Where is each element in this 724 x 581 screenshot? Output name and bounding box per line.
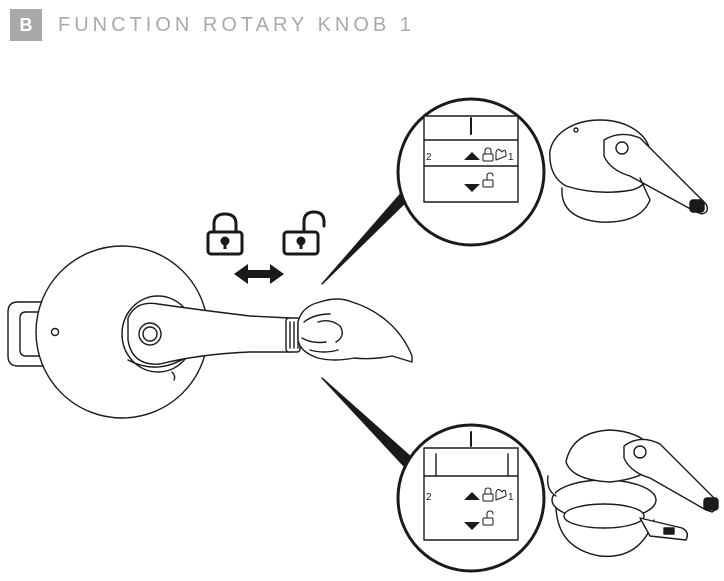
detail-bottom-right-number: 1 <box>508 492 514 503</box>
callout-line-bottom <box>322 378 412 466</box>
hand-turning-knob <box>298 299 412 362</box>
detail-top-right-number: 1 <box>508 152 514 163</box>
detail-top-left-number: 2 <box>426 152 432 163</box>
cooker-closed-side-view <box>550 120 708 222</box>
detail-magnifier-bottom: 2 1 <box>398 425 544 571</box>
double-arrow-icon <box>234 264 284 284</box>
detail-magnifier-top: 2 1 <box>398 99 544 245</box>
closed-lock-icon <box>208 214 242 254</box>
open-lock-icon <box>284 212 324 254</box>
cooker-open-side-view <box>548 430 718 556</box>
detail-bottom-left-number: 2 <box>426 492 432 503</box>
callout-line-top <box>322 190 412 284</box>
